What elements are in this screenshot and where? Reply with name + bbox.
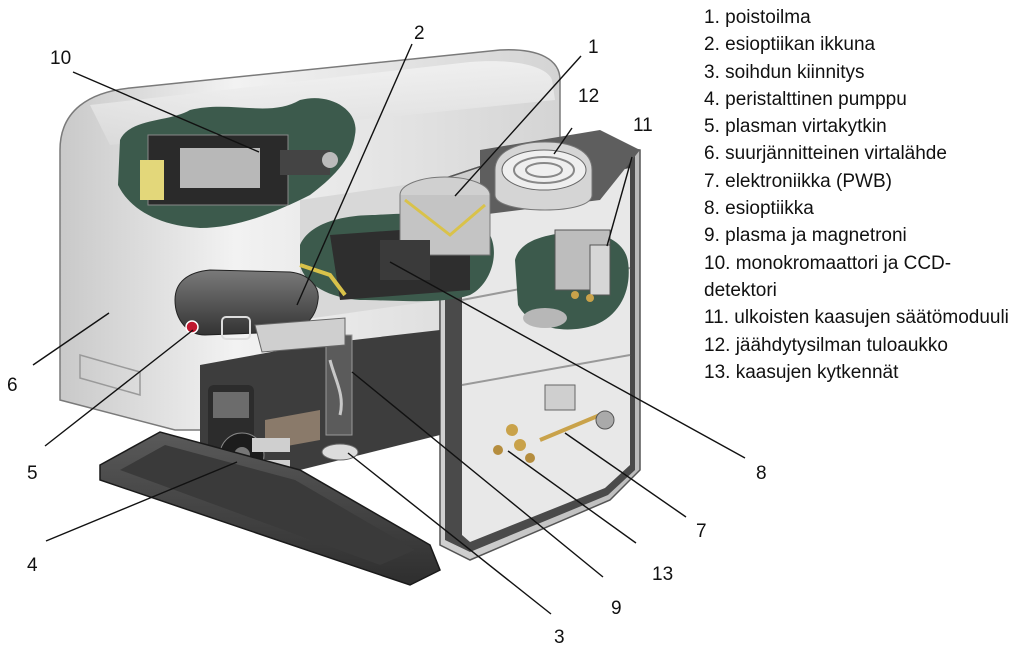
- leader-8: [389, 261, 746, 459]
- legend-item: 8. esioptiikka: [704, 198, 814, 220]
- leader-10: [72, 71, 260, 153]
- callout-4: 4: [27, 555, 38, 576]
- torch-door-handle: [174, 269, 346, 353]
- leader-7: [564, 432, 687, 518]
- callout-2: 2: [414, 23, 425, 44]
- gas-connections: [493, 384, 615, 463]
- legend-item: 3. soihdun kiinnitys: [704, 61, 865, 83]
- callout-10: 10: [50, 48, 71, 69]
- leader-6: [32, 312, 110, 366]
- leader-1: [454, 55, 582, 197]
- callout-3: 3: [554, 627, 565, 648]
- leader-12: [553, 127, 573, 155]
- leader-5: [44, 329, 194, 447]
- cutaway-monochromator: [118, 98, 356, 229]
- legend-item: 9. plasma ja magnetroni: [704, 225, 907, 247]
- cutaway-preoptics: [299, 176, 494, 302]
- legend-item: 6. suurjännitteinen virtalähde: [704, 143, 947, 165]
- legend-item: 11. ulkoisten kaasujen säätömoduuli: [704, 307, 1009, 329]
- leader-11: [606, 156, 633, 247]
- legend-item: 12. jäähdytysilman tuloaukko: [704, 334, 948, 356]
- leader-4: [45, 461, 238, 542]
- leader-lines: [32, 43, 746, 615]
- legend-item: 7. elektroniikka (PWB): [704, 170, 892, 192]
- callout-11: 11: [633, 115, 653, 136]
- callout-6: 6: [7, 375, 18, 396]
- leader-9: [351, 371, 604, 578]
- legend-item: 5. plasman virtakytkin: [704, 116, 887, 138]
- leader-2: [296, 43, 413, 306]
- legend-item: 4. peristalttinen pumppu: [704, 88, 907, 110]
- callout-1: 1: [588, 37, 599, 58]
- cutaway-gas-module: [515, 229, 629, 330]
- legend-item: 13. kaasujen kytkennät: [704, 361, 899, 383]
- callout-5: 5: [27, 463, 38, 484]
- leader-13: [507, 450, 637, 544]
- callout-9: 9: [611, 598, 622, 619]
- callout-13: 13: [652, 564, 673, 585]
- legend-list: 1. poistoilma 2. esioptiikan ikkuna 3. s…: [704, 4, 1022, 386]
- legend-item: 2. esioptiikan ikkuna: [704, 34, 876, 56]
- legend-item: 10. monokromaattori ja CCD-detektori: [704, 252, 952, 301]
- callout-8: 8: [756, 463, 767, 484]
- callout-numbers: 1 2 3 4 5 6 7 8 9 10 11 12 13: [7, 23, 767, 648]
- callout-7: 7: [696, 521, 707, 542]
- legend-item: 1. poistoilma: [704, 7, 811, 28]
- leader-3: [347, 452, 552, 615]
- callout-12: 12: [578, 86, 599, 107]
- cooling-air-inlet: [494, 141, 593, 211]
